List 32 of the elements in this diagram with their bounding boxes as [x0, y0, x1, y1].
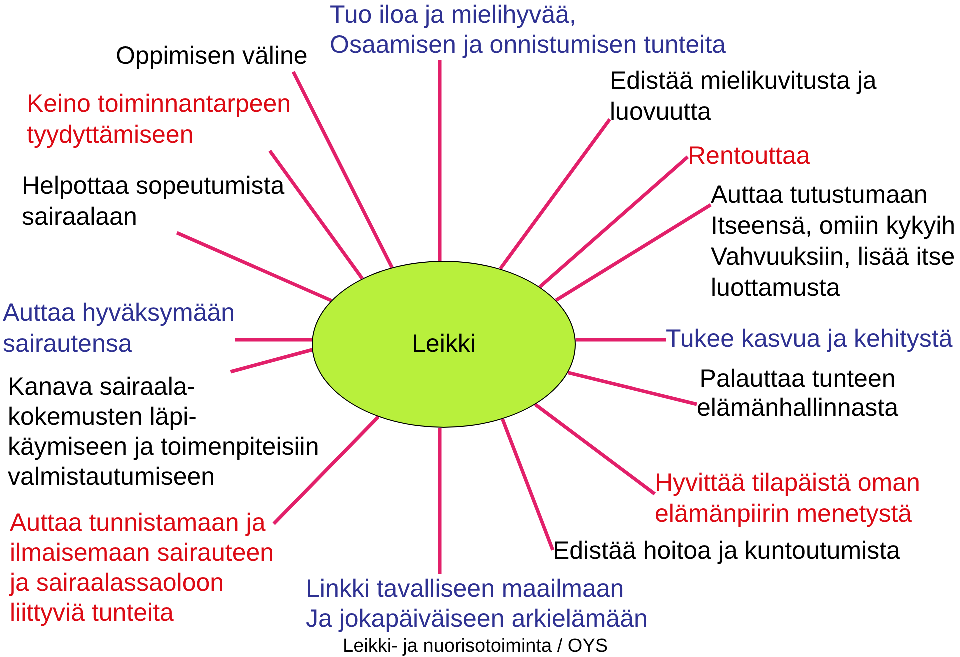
connector-line	[568, 371, 698, 406]
spoke-label: Palauttaa tunteen elämänhallinnasta	[697, 365, 899, 423]
spoke-label: Auttaa hyväksymään sairautensa	[3, 298, 236, 360]
spoke-label: Edistää hoitoa ja kuntoutumista	[553, 536, 900, 567]
connector-line	[499, 118, 612, 270]
connector-line	[534, 403, 656, 496]
connector-line	[438, 428, 442, 574]
spoke-label: Keino toiminnantarpeen tyydyttämiseen	[27, 89, 292, 151]
spoke-label: Helpottaa sopeutumista sairaalaan	[22, 171, 285, 233]
spoke-label: Tukee kasvua ja kehitystä	[666, 324, 953, 355]
connector-line	[555, 204, 712, 302]
spoke-label: Kanava sairaala- kokemusten läpi- käymiseen ja toimenpiteisiin valmistautumiseen	[8, 372, 320, 492]
connector-line	[438, 60, 442, 261]
center-label: Leikki	[412, 329, 476, 360]
spoke-label: Auttaa tutustumaan Itseensä, omiin kykyih Vahvuuksiin, lisää itse luottamusta	[711, 180, 956, 304]
connector-line	[176, 231, 332, 302]
connector-line	[501, 418, 555, 551]
connector-line	[292, 71, 394, 268]
spoke-label: Oppimisen väline	[116, 41, 308, 72]
connector-line	[538, 156, 690, 289]
spoke-label: Rentouttaa	[688, 141, 810, 172]
spoke-label: Auttaa tunnistamaan ja ilmaisemaan sairauteen ja sairaalassaoloon liittyviä tunteita	[10, 508, 274, 628]
spoke-label: Tuo iloa ja mielihyvää, Osaamisen ja onnistumisen tunteita	[330, 0, 726, 60]
connector-line	[576, 338, 666, 342]
spoke-label: Linkki tavalliseen maailmaan Ja jokapäiväiseen arkielämään	[306, 574, 648, 634]
connector-line	[272, 416, 380, 526]
spoke-label: Edistää mielikuvitusta ja luovuutta	[610, 66, 877, 128]
footer-text: Leikki- ja nuorisotoiminta / OYS	[343, 637, 608, 657]
connector-line	[235, 338, 312, 342]
connector-line	[268, 150, 364, 280]
spoke-label: Hyvittää tilapäistä oman elämänpiirin menetystä	[655, 468, 920, 530]
connector-line	[230, 348, 313, 374]
